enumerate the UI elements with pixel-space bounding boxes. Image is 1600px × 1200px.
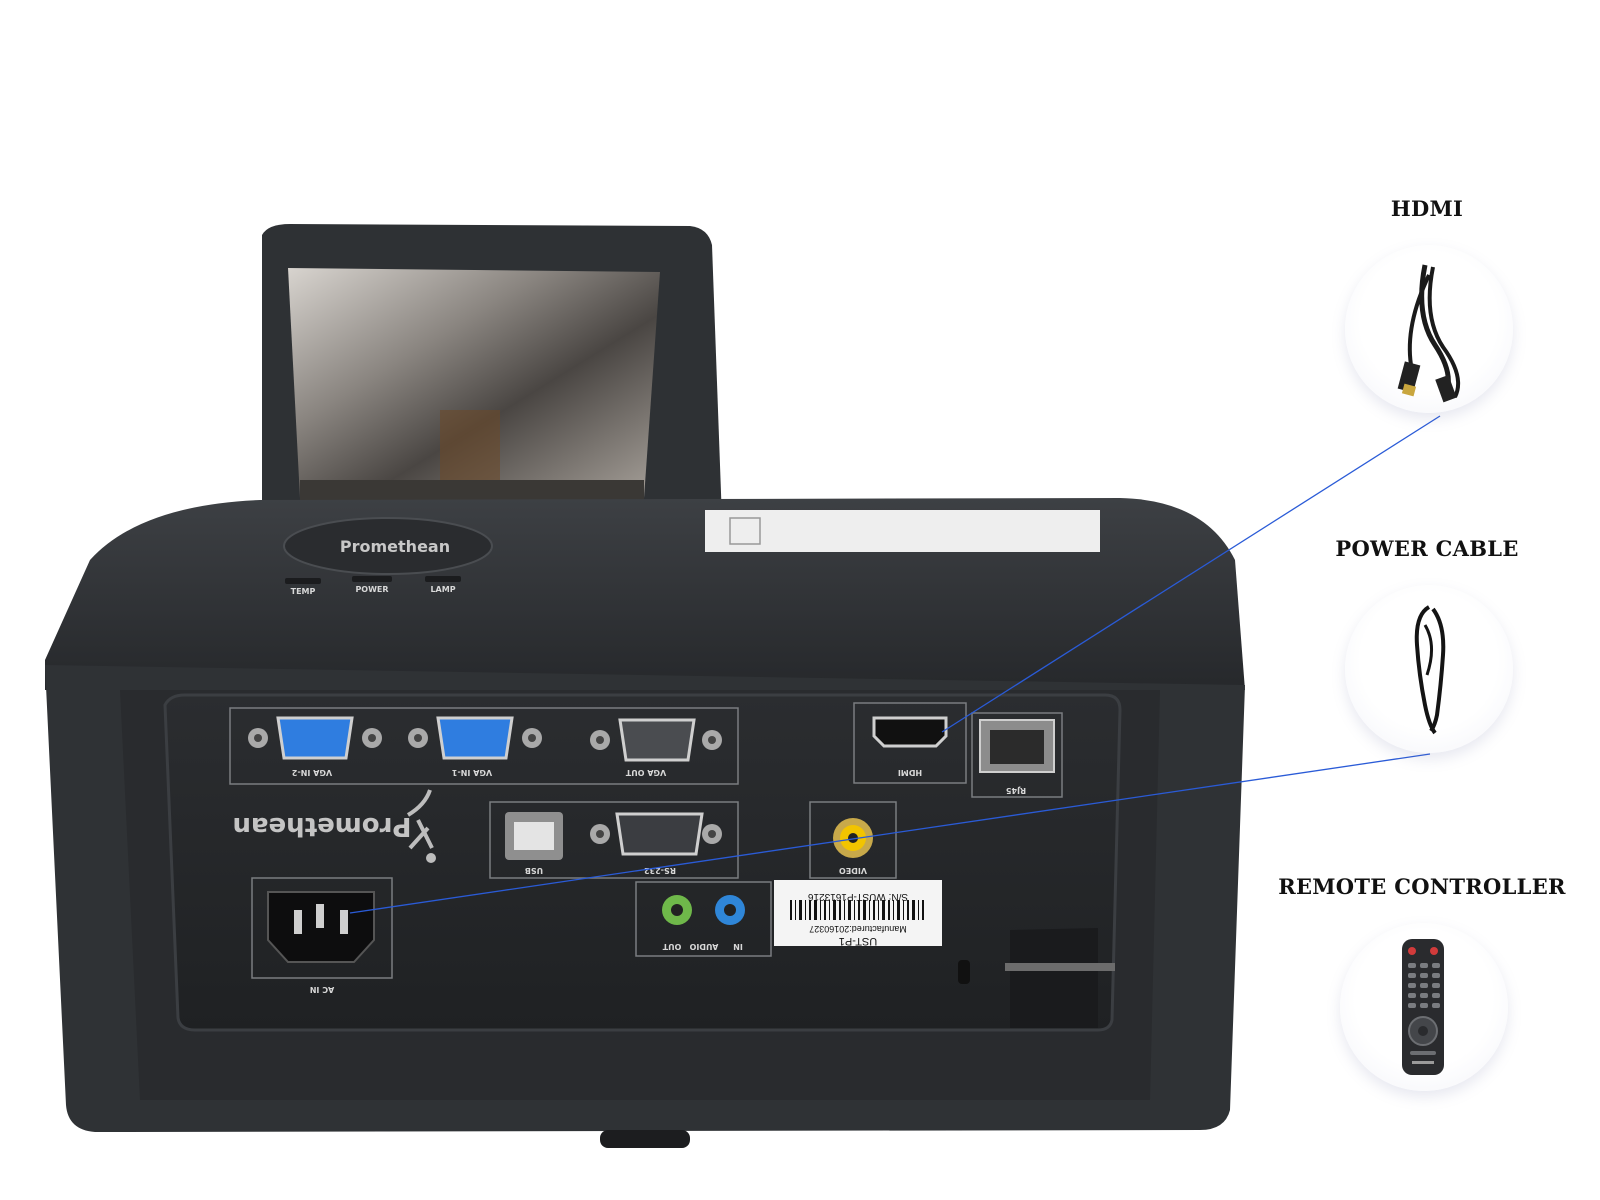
rs232-port <box>615 812 704 856</box>
top-brand-text: Promethean <box>340 537 450 556</box>
remote-controller-thumbnail <box>1340 923 1508 1091</box>
label-rj45: RJ45 <box>1005 786 1026 795</box>
rear-panel <box>163 693 1122 1032</box>
label-rs232: RS-232 <box>644 866 676 875</box>
label-ac-in: AC IN <box>310 985 335 994</box>
indicator-power: POWER <box>355 585 388 594</box>
label-manufactured: Manufactured:20160327 <box>809 924 907 934</box>
promethean-logo-icon <box>406 789 434 850</box>
top-logo <box>283 517 493 575</box>
indicator-lamp: LAMP <box>430 585 455 594</box>
barcode <box>790 900 924 920</box>
power-cable-icon <box>1414 605 1446 735</box>
accessory-title-remote-controller: REMOTE CONTROLLER <box>1278 874 1566 899</box>
label-video: VIDEO <box>839 866 867 875</box>
label-audio-in: IN <box>733 942 743 951</box>
label-serial: S/N: WUST-P1613216 <box>808 891 908 902</box>
mirror-surface <box>288 268 660 498</box>
hdmi-connector-line <box>941 415 1441 733</box>
accessory-title-hdmi: HDMI <box>1390 196 1464 221</box>
label-vga-in-2: VGA IN-2 <box>292 768 332 777</box>
hdmi-port <box>872 716 948 748</box>
accessory-title-power-cable: POWER CABLE <box>1335 536 1519 561</box>
indicator-temp: TEMP <box>291 587 316 596</box>
label-audio-out: OUT <box>662 942 681 951</box>
label-hdmi: HDMI <box>898 768 922 777</box>
label-audio: AUDIO <box>689 942 718 951</box>
label-vga-out: VGA OUT <box>625 768 666 777</box>
remote-controller-icon <box>1402 939 1444 1075</box>
power-connector-line <box>349 753 1431 914</box>
label-usb: USB <box>525 866 543 875</box>
panel-brand-text: Promethean <box>232 811 411 841</box>
vga-out-port <box>618 718 696 762</box>
top-sticker <box>705 510 1100 552</box>
label-vga-in-1: VGA IN-1 <box>451 768 492 777</box>
hdmi-cable-icon <box>1397 264 1460 403</box>
label-model: UST-P1 <box>839 935 878 947</box>
vga-in-1-port <box>436 716 514 760</box>
power-cable-thumbnail <box>1345 585 1513 753</box>
hdmi-cable-thumbnail <box>1345 245 1513 413</box>
vga-in-2-port <box>276 716 354 760</box>
